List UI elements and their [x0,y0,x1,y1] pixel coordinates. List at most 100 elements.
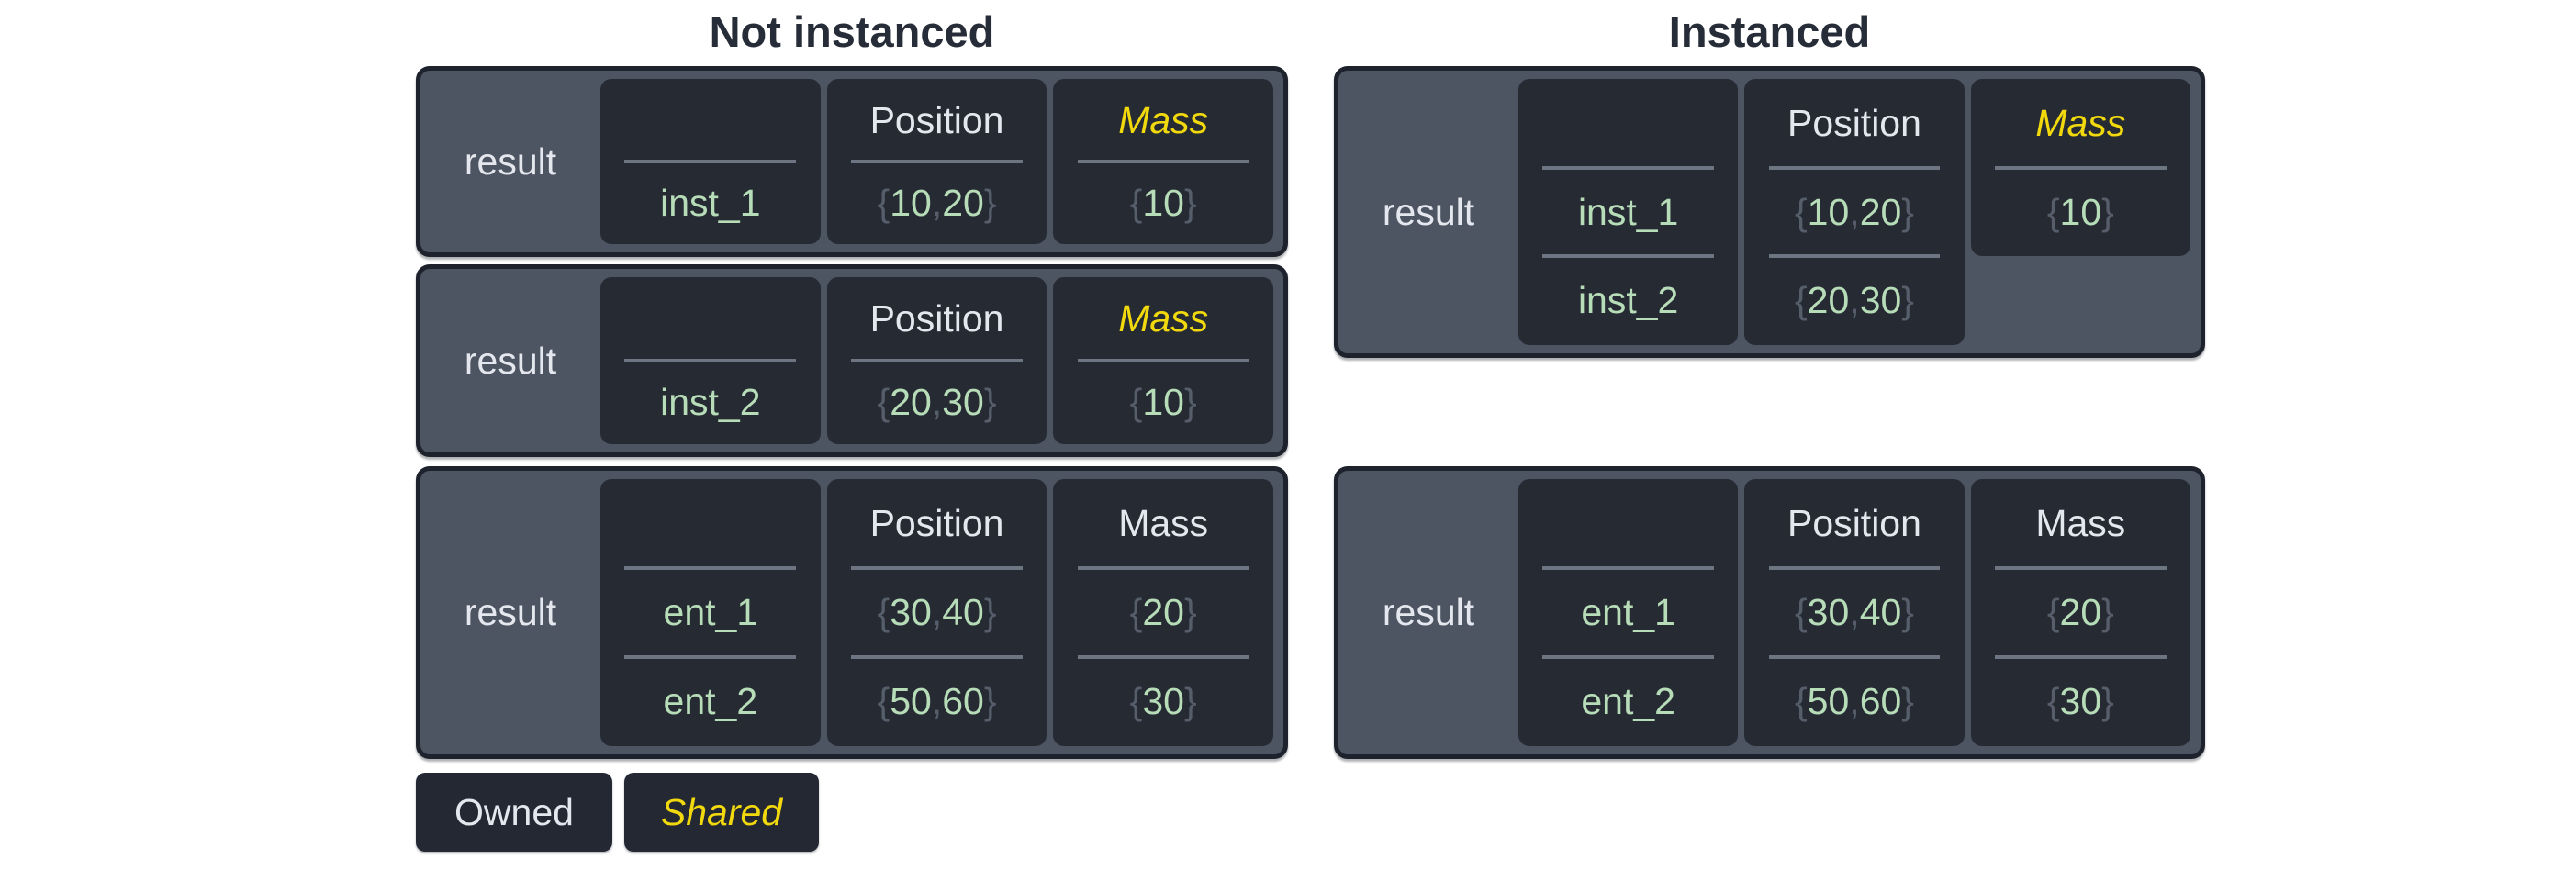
brace-text: } [1901,279,1914,322]
brace-text: , [931,181,943,224]
brace-text: { [877,591,890,633]
column-mass: Mass{20}{30} [1053,479,1274,746]
brace-text: } [983,381,997,423]
brace-text: } [1901,680,1914,722]
column-header: Position [869,297,1004,340]
value-text: 30 [1859,279,1902,322]
brace-text: { [2046,680,2060,722]
brace-text: } [1183,591,1197,633]
value-text: 30 [2059,680,2102,722]
table-not-instanced-inst1: result inst_1 Position{10, 20} Mass {10} [416,66,1288,257]
column-entity: inst_2 [600,277,821,444]
brace-text: , [1849,591,1860,633]
brace-text: { [1129,680,1143,722]
brace-text: } [983,591,997,633]
value-text: 20 [942,181,984,224]
value-text: ent_1 [663,591,758,633]
brace-text: { [1794,680,1808,722]
cell-value: ent_1 [600,566,821,657]
value-text: 10 [1142,381,1184,423]
column-position: Position{30, 40}{50, 60} [826,479,1047,746]
column-header [600,479,821,568]
cell-value: {20} [1053,566,1273,657]
value-text: 10 [1807,190,1850,233]
result-label: result [1382,591,1475,633]
value-text: 40 [1859,591,1902,633]
value-text: inst_2 [660,381,761,423]
cell-value: {30} [1971,655,2190,746]
brace-text: { [877,680,890,722]
brace-text: { [1794,279,1808,322]
column-header: Position [869,502,1004,544]
cell-value: {30, 40} [827,566,1047,657]
brace-text: { [2046,190,2060,233]
column-entity: ent_1 ent_2 [1518,479,1739,746]
brace-text: } [983,680,997,722]
brace-text: } [2101,680,2114,722]
value-text: 60 [1859,680,1902,722]
brace-text: { [1129,181,1143,224]
brace-text: , [1849,680,1860,722]
legend-owned-chip: Owned [416,773,612,852]
column-mass: Mass{10} [1970,79,2190,257]
value-text: 30 [1807,591,1850,633]
value-text: inst_1 [1577,190,1679,233]
column-header: Mass [1118,502,1209,544]
column-position: Position{10, 20} [826,79,1047,244]
cell-value: ent_1 [1518,566,1738,657]
brace-text: } [983,181,997,224]
value-text: 20 [890,381,932,423]
column-header: Position [1787,502,1921,544]
component-cells: inst_2 Position {20, 30}Mass{10} [600,277,1274,444]
brace-text: , [931,381,943,423]
column-title-instanced: Instanced [1668,7,1871,56]
value-text: inst_1 [660,181,761,224]
column-entity: inst_1 inst_2 [1518,79,1739,345]
cell-value: {10} [1053,160,1273,244]
result-label: result [464,591,557,633]
brace-text: { [1129,381,1143,423]
column-header: Mass [2035,101,2126,144]
value-text: 20 [1859,190,1902,233]
column-header: Mass [2035,502,2126,544]
result-label: result [1382,190,1475,233]
column-mass: Mass{20}{30} [1970,479,2190,746]
legend-shared-chip: Shared [624,773,819,852]
value-text: ent_2 [1581,680,1675,722]
cell-value: ent_2 [1518,655,1738,746]
value-text: 40 [942,591,984,633]
column-mass: Mass{10} [1053,277,1274,444]
brace-text: , [1849,279,1860,322]
brace-text: } [1183,680,1197,722]
cell-value: {20, 30} [1744,254,1964,345]
column-header [1518,79,1738,168]
column-header: Mass [1118,98,1209,141]
brace-text: } [2101,190,2114,233]
cell-value: {20} [1971,566,2190,657]
brace-text: { [1794,591,1808,633]
value-text: 20 [2059,591,2102,633]
cell-value: {30} [1053,655,1273,746]
brace-text: } [1901,190,1914,233]
cell-value: {10, 20} [827,160,1047,244]
column-entity: ent_1 ent_2 [600,479,821,746]
column-entity: inst_1 [600,79,821,244]
cell-value: {50, 60} [1744,655,1964,746]
result-label: result [464,139,557,183]
column-position: Position{10, 20}{20, 30} [1744,79,1965,345]
brace-text: { [1129,591,1143,633]
value-text: ent_2 [663,680,758,722]
cell-value: {20, 30} [827,359,1047,444]
value-text: 20 [1142,591,1184,633]
value-text: 20 [1807,279,1850,322]
cell-value: ent_2 [600,655,821,746]
value-text: ent_1 [1581,591,1675,633]
component-cells: inst_1 Position{10, 20} Mass {10} [600,79,1274,244]
value-text: inst_2 [1577,279,1679,322]
value-text: 50 [1807,680,1850,722]
brace-text: } [1183,381,1197,423]
